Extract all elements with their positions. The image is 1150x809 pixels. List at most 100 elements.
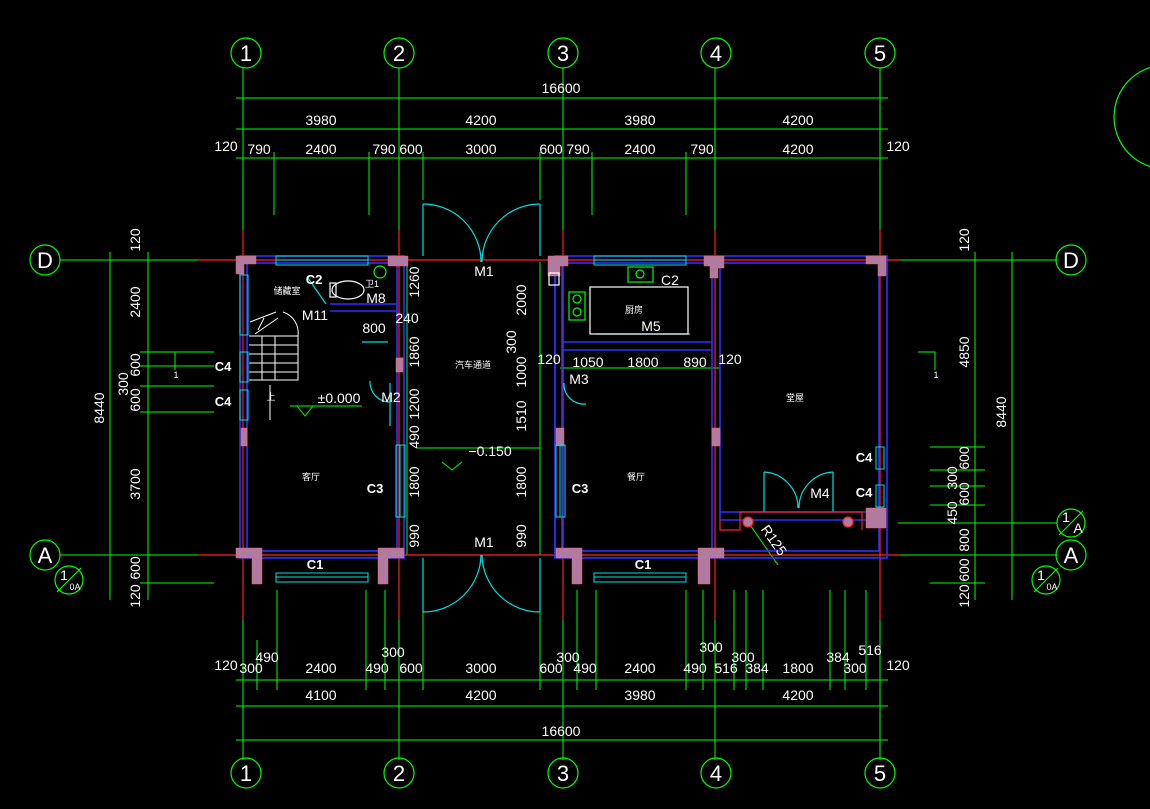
detail-num-left: 1 — [60, 567, 68, 583]
axis-row-d-left: D — [37, 248, 53, 273]
dim-right-6: 450 — [944, 501, 960, 525]
door-m2: M2 — [381, 389, 401, 405]
plan-labels: 储藏室 卫1 汽车通道 客厅 餐厅 厨房 堂屋 C2 C2 C4 C4 C3 C… — [173, 263, 938, 572]
dim-inner-1860: 1860 — [406, 336, 422, 367]
dim-top-det-7: 600 — [539, 141, 563, 157]
dim-left-total: 8440 — [91, 392, 107, 423]
axis-bubbles — [29, 37, 1087, 789]
dim-inner-120-a: 120 — [537, 351, 561, 367]
dim-bot-det-18: 1800 — [782, 660, 813, 676]
room-dining: 餐厅 — [627, 471, 645, 482]
dim-bot-det-2: 300 — [239, 660, 263, 676]
dim-bot-det-1: 120 — [214, 657, 238, 673]
window-c4-right-1: C4 — [856, 450, 873, 465]
dim-top-sub-4: 4200 — [782, 112, 813, 128]
dim-top-det-5: 600 — [399, 141, 423, 157]
dim-inner-1800-b: 1800 — [513, 466, 529, 497]
dim-inner-300: 300 — [503, 330, 519, 354]
dim-right-7: 800 — [956, 528, 972, 552]
dim-bot-det-4: 2400 — [305, 660, 336, 676]
dim-inner-890: 890 — [683, 354, 707, 370]
dim-top-det-11: 4200 — [782, 141, 813, 157]
dim-right-5: 600 — [956, 482, 972, 506]
dim-bot-det-9: 600 — [539, 660, 563, 676]
dim-top-sub-1: 3980 — [305, 112, 336, 128]
dim-top-sub-2: 4200 — [465, 112, 496, 128]
dim-left-2: 2400 — [127, 286, 143, 317]
dim-top-det-6: 3000 — [465, 141, 496, 157]
pipes — [719, 511, 863, 531]
columns — [235, 255, 887, 585]
dim-top-sub-3: 3980 — [624, 112, 655, 128]
door-m3: M3 — [569, 371, 589, 387]
dim-bot-sub-2: 4200 — [465, 687, 496, 703]
axis-col-2-bottom: 2 — [393, 761, 405, 786]
window-c4-left-2: C4 — [215, 394, 232, 409]
dim-bot-total: 16600 — [542, 723, 581, 739]
dim-top-det-2: 790 — [247, 141, 271, 157]
dim-left-3: 600 — [127, 353, 143, 377]
dim-bot-det-17: 384 — [745, 660, 769, 676]
dim-right-8: 600 — [956, 558, 972, 582]
dim-top-det-8: 790 — [566, 141, 590, 157]
room-hall: 堂屋 — [786, 392, 804, 403]
dim-top-det-3: 2400 — [305, 141, 336, 157]
dim-bot-det-7: 600 — [399, 660, 423, 676]
dim-inner-990-a: 990 — [406, 524, 422, 548]
dim-bot-det-16: 300 — [731, 649, 755, 665]
dim-left-8: 120 — [127, 584, 143, 608]
window-c2-left: C2 — [306, 272, 323, 287]
room-storage: 储藏室 — [273, 285, 300, 296]
dim-bot-det-13: 490 — [683, 660, 707, 676]
door-m8: M8 — [366, 290, 386, 306]
detail-oa-right: 0A — [1046, 582, 1057, 592]
stair-up-label: 上 — [266, 392, 275, 402]
dim-bot-det-19: 384 — [826, 649, 850, 665]
dim-left-6: 3700 — [127, 468, 143, 499]
axis-col-5-top: 5 — [874, 41, 886, 66]
dim-inner-1800-a: 1800 — [406, 466, 422, 497]
dim-inner-1000: 1000 — [513, 356, 529, 387]
window-c4-left-1: C4 — [215, 359, 232, 374]
dim-right-3: 600 — [956, 446, 972, 470]
dim-bot-sub-4: 4200 — [782, 687, 813, 703]
dim-bot-det-8: 3000 — [465, 660, 496, 676]
dim-bot-sub-1: 4100 — [305, 687, 336, 703]
axis-labels: 1 2 3 4 5 1 2 3 4 5 D A D A 1 0A 1 0A 1 … — [37, 41, 1083, 786]
dim-bot-sub-3: 3980 — [624, 687, 655, 703]
dim-right-total: 8440 — [993, 396, 1009, 427]
axis-col-2-top: 2 — [393, 41, 405, 66]
fixtures — [329, 265, 689, 335]
window-c1-left: C1 — [307, 557, 324, 572]
detail-oa-left: 0A — [69, 582, 80, 592]
axis-col-4-bottom: 4 — [710, 761, 722, 786]
level-minus: −0.150 — [468, 443, 511, 459]
axis-row-d-right: D — [1063, 248, 1079, 273]
dim-top-det-10: 790 — [690, 141, 714, 157]
dim-bot-det-21: 516 — [858, 642, 882, 658]
dim-inner-1260: 1260 — [406, 266, 422, 297]
room-living: 客厅 — [302, 471, 320, 482]
dim-inner-1800-c: 1800 — [627, 354, 658, 370]
dim-inner-240: 240 — [395, 310, 419, 326]
dim-left-5: 600 — [127, 388, 143, 412]
dim-bot-det-3: 490 — [255, 649, 279, 665]
section-mark-right: 1 — [933, 370, 938, 380]
dim-top-det-12: 120 — [886, 138, 910, 154]
dim-inner-800: 800 — [362, 320, 386, 336]
window-c4-right-2: C4 — [856, 485, 873, 500]
dim-bot-det-11: 490 — [573, 660, 597, 676]
dimension-text: 16600 3980 4200 3980 4200 120 790 2400 7… — [91, 80, 1009, 739]
dim-top-det-1: 120 — [214, 138, 238, 154]
window-c2-right: C2 — [661, 272, 679, 288]
dim-bot-det-10: 300 — [556, 649, 580, 665]
dim-bot-det-12: 2400 — [624, 660, 655, 676]
detail-a-1a: A — [1073, 520, 1083, 536]
dimension-lines — [60, 68, 1057, 760]
stair — [249, 311, 299, 420]
window-c1-right: C1 — [635, 557, 652, 572]
axis-col-5-bottom: 5 — [874, 761, 886, 786]
dim-bot-det-14: 300 — [699, 639, 723, 655]
dim-right-1: 120 — [956, 228, 972, 252]
